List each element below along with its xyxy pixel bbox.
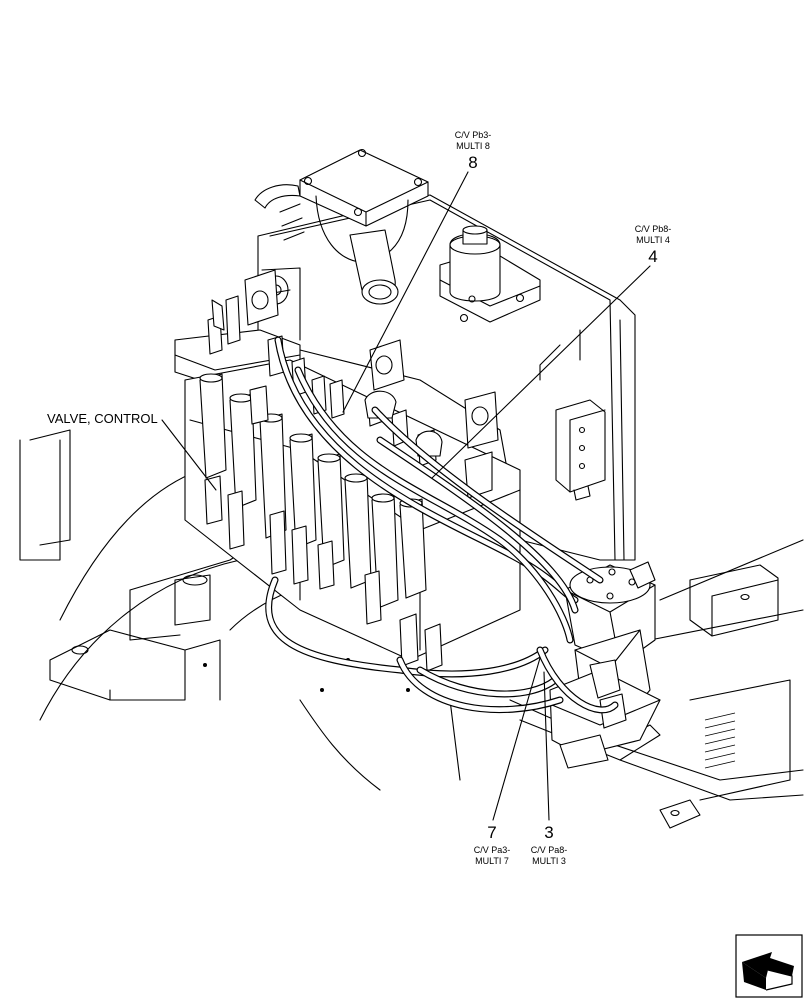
callout-4-number: 4 bbox=[648, 247, 657, 266]
callout-3-number: 3 bbox=[544, 823, 553, 842]
callout-8-number: 8 bbox=[468, 153, 477, 172]
hydraulic-hoses bbox=[265, 336, 619, 714]
callout-7-line2: MULTI 7 bbox=[475, 856, 509, 866]
callout-3-line2: MULTI 3 bbox=[532, 856, 566, 866]
callout-7-line1: C/V Pa3- bbox=[474, 845, 511, 855]
callout-4: C/V Pb8- MULTI 4 4 bbox=[635, 224, 672, 266]
callout-7-number: 7 bbox=[487, 823, 496, 842]
callout-3-line1: C/V Pa8- bbox=[531, 845, 568, 855]
next-page-arrow-icon[interactable] bbox=[735, 934, 803, 998]
hydraulic-tank bbox=[254, 148, 636, 561]
control-valve-bank bbox=[174, 269, 521, 692]
callout-8: C/V Pb3- MULTI 8 8 bbox=[455, 130, 492, 172]
bottom-fittings bbox=[204, 475, 443, 672]
callout-7: 7 C/V Pa3- MULTI 7 bbox=[474, 823, 511, 866]
callout-4-line1: C/V Pb8- bbox=[635, 224, 672, 234]
callout-3: 3 C/V Pa8- MULTI 3 bbox=[531, 823, 568, 866]
callout-8-line2: MULTI 8 bbox=[456, 141, 490, 151]
valve-control-label: VALVE, CONTROL bbox=[47, 411, 158, 426]
callout-4-line2: MULTI 4 bbox=[636, 235, 670, 245]
leader-lines bbox=[161, 171, 651, 821]
callout-8-line1: C/V Pb3- bbox=[455, 130, 492, 140]
